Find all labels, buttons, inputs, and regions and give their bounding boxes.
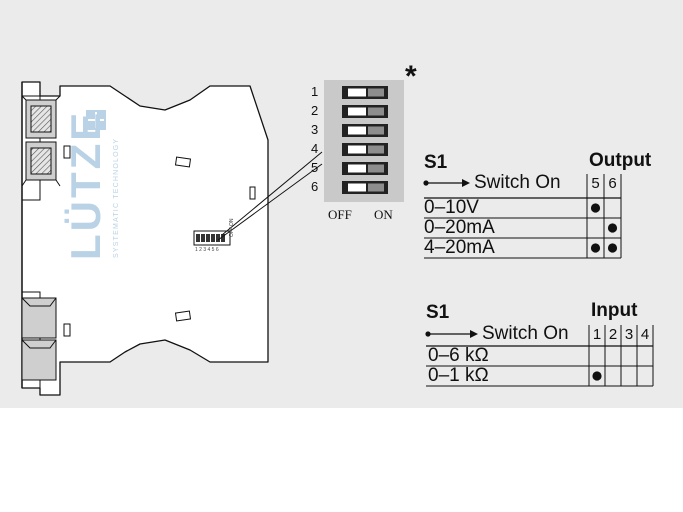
dip-lever bbox=[348, 88, 366, 97]
dip-position-number: 6 bbox=[311, 179, 319, 194]
output-arrow bbox=[423, 179, 470, 187]
table-row-label: 0–20mA bbox=[424, 217, 495, 238]
table-row-label: 0–10V bbox=[424, 197, 479, 218]
table-column-header: 6 bbox=[608, 175, 617, 192]
device-mini-off: OFF bbox=[229, 227, 235, 237]
output-switch-on-label: Switch On bbox=[474, 172, 561, 193]
dip-lever bbox=[348, 107, 366, 116]
device-mini-on: ON bbox=[229, 218, 235, 227]
dip-position-number: 2 bbox=[311, 103, 319, 118]
dip-lever bbox=[348, 145, 366, 154]
table-dot bbox=[607, 243, 618, 253]
top-terminal bbox=[21, 95, 61, 187]
dip-lever bbox=[348, 164, 366, 173]
table-row-label: 4–20mA bbox=[424, 237, 495, 258]
table-row-label: 0–1 kΩ bbox=[428, 365, 489, 386]
dip-lever-on-side bbox=[368, 107, 384, 116]
table-column-header: 2 bbox=[608, 326, 618, 343]
device-housing bbox=[21, 81, 269, 396]
output-table-grid bbox=[424, 174, 622, 259]
dip-lever-on-side bbox=[368, 183, 384, 192]
dip-switch-enlarged bbox=[324, 80, 404, 202]
table-dot bbox=[592, 371, 602, 381]
output-s1-label: S1 bbox=[424, 152, 448, 173]
device-dip-switch bbox=[193, 230, 231, 246]
input-table-dots bbox=[592, 371, 602, 381]
table-dot bbox=[590, 243, 601, 253]
device-mini-numbers: 1 2 3 4 5 6 bbox=[195, 247, 219, 253]
bottom-terminal bbox=[21, 297, 57, 381]
brand-logo-mark bbox=[86, 110, 106, 130]
device-brand: LÜTZE bbox=[62, 109, 109, 260]
dip-lever-on-side bbox=[368, 145, 384, 154]
dip-position-number: 4 bbox=[311, 141, 319, 156]
dip-position-number: 3 bbox=[311, 122, 319, 137]
device-tagline: SYSTEMATIC TECHNOLOGY bbox=[113, 137, 120, 258]
output-table-dots bbox=[590, 203, 618, 253]
table-column-header: 5 bbox=[591, 175, 600, 192]
table-dot bbox=[607, 223, 618, 233]
dip-lever bbox=[348, 183, 366, 192]
asterisk-note: * bbox=[405, 60, 417, 93]
leader-line bbox=[221, 151, 323, 236]
input-table-grid bbox=[426, 325, 654, 387]
table-column-header: 1 bbox=[592, 326, 602, 343]
dip-lever bbox=[348, 126, 366, 135]
dip-position-number: 5 bbox=[311, 160, 319, 175]
dip-position-number: 1 bbox=[311, 84, 319, 99]
table-dot bbox=[590, 203, 601, 213]
input-switch-on-label: Switch On bbox=[482, 323, 569, 344]
input-arrow bbox=[425, 330, 478, 338]
dip-on-label: ON bbox=[374, 207, 393, 222]
table-column-header: 4 bbox=[640, 326, 650, 343]
leader-line-2 bbox=[217, 163, 323, 241]
dip-lever-on-side bbox=[368, 164, 384, 173]
dip-lever-on-side bbox=[368, 126, 384, 135]
output-title: Output bbox=[589, 150, 652, 171]
dip-off-label: OFF bbox=[328, 207, 352, 222]
table-column-header: 3 bbox=[624, 326, 634, 343]
input-s1-label: S1 bbox=[426, 302, 450, 323]
table-row-label: 0–6 kΩ bbox=[428, 345, 489, 366]
dip-lever-on-side bbox=[368, 88, 384, 97]
input-title: Input bbox=[591, 300, 638, 321]
